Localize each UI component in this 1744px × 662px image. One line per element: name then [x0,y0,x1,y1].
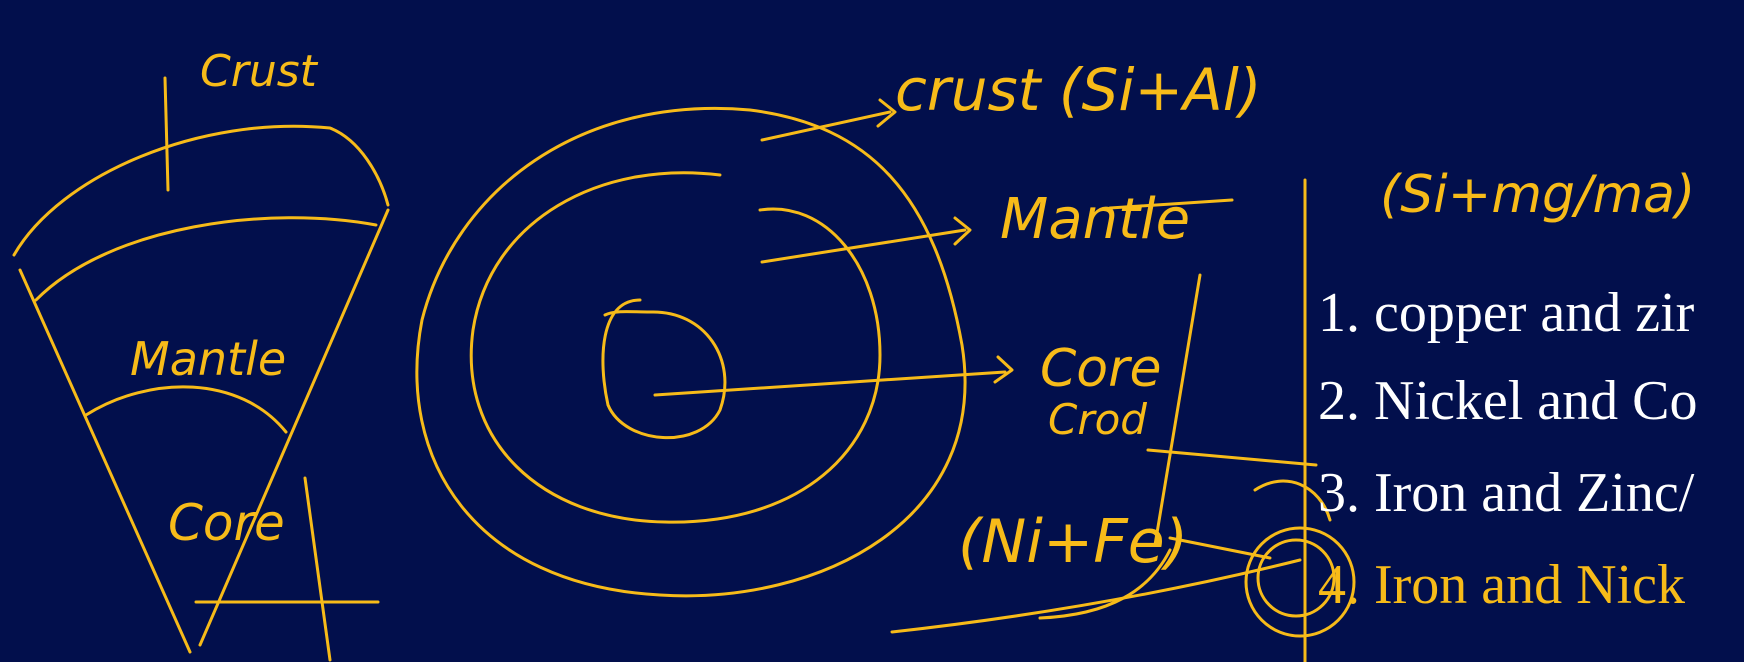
earth-wedge-sketch [12,76,390,662]
option-3-text: Iron and Zinc/ [1374,462,1695,524]
option-4[interactable]: 4. Iron and Nick [1318,557,1685,613]
selected-option-mark [1244,526,1356,638]
option-1-text: copper and zir [1374,282,1695,344]
core-alt-label: Crod [1048,395,1147,444]
option-2[interactable]: 2. Nickel and Co [1318,373,1697,429]
core-composition-label: (Ni+Fe) [958,507,1188,577]
option-1-number: 1. [1318,282,1360,344]
core-label: Core [1040,339,1162,399]
option-2-text: Nickel and Co [1374,370,1698,432]
mantle-composition-label: (Si+mg/ma) [1380,165,1695,225]
crust-label: crust (Si+Al) [895,56,1261,124]
wedge-core-label: Core [168,494,285,552]
mantle-label: Mantle [1000,187,1190,252]
wedge-crust-label: Crust [200,46,319,97]
option-2-number: 2. [1318,370,1360,432]
wedge-mantle-label: Mantle [130,332,286,386]
option-1[interactable]: 1. copper and zir [1318,285,1694,341]
option-3-number: 3. [1318,462,1360,524]
earth-layers-sketch [415,98,1332,662]
option-3[interactable]: 3. Iron and Zinc/ [1318,465,1694,521]
option-4-text: Iron and Nick [1374,554,1686,616]
option-4-number: 4. [1318,554,1360,616]
